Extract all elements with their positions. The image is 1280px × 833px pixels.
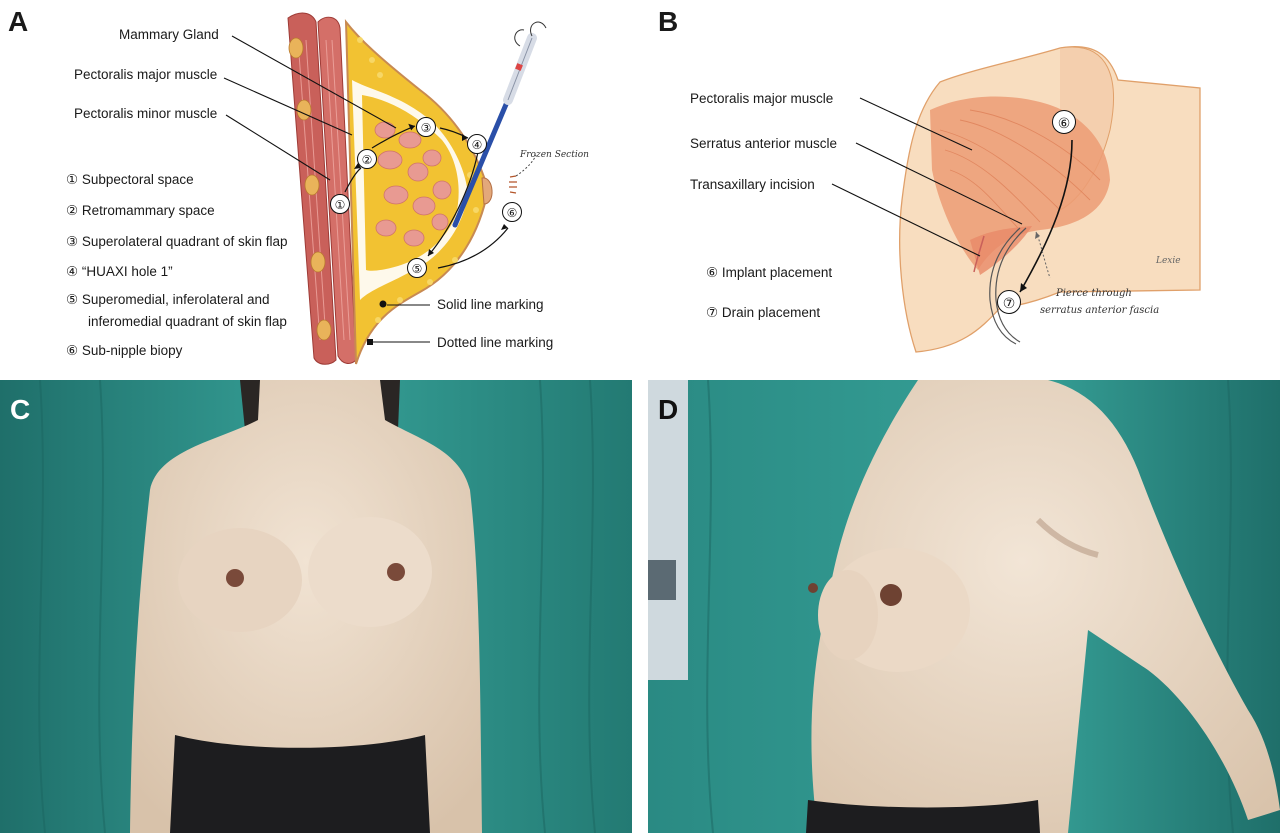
label-pierce-through: Pierce through — [1056, 288, 1132, 299]
frontal-postoperative-photo — [0, 380, 632, 833]
marker-7-b: ⑦ — [997, 290, 1021, 314]
legend-item-5: ⑤ Superomedial, inferolateral and — [66, 292, 269, 308]
frozen-section-specimen — [509, 176, 517, 193]
label-pectoralis-major-b: Pectoralis major muscle — [690, 91, 833, 107]
legend-item-2: ② Retromammary space — [66, 203, 215, 219]
panel-a: A — [0, 0, 640, 375]
marker-5: ⑤ — [407, 258, 427, 278]
panel-c-photo: C — [0, 380, 632, 833]
legend-item-4: ④ “HUAXI hole 1” — [66, 264, 173, 280]
panel-d-letter: D — [658, 396, 678, 424]
label-mammary-gland: Mammary Gland — [119, 27, 219, 43]
marker-3: ③ — [416, 117, 436, 137]
panel-c-letter: C — [10, 396, 30, 424]
marker-4: ④ — [467, 134, 487, 154]
marker-1: ① — [330, 194, 350, 214]
nipple — [482, 178, 492, 204]
legend-item-5-cont: inferomedial quadrant of skin flap — [88, 314, 287, 330]
marker-6: ⑥ — [502, 202, 522, 222]
legend-item-1: ① Subpectoral space — [66, 172, 194, 188]
nipple-d — [880, 584, 902, 606]
oblique-postoperative-photo — [648, 380, 1280, 833]
marker-6-b: ⑥ — [1052, 110, 1076, 134]
panel-b: B Pectoralis maj — [640, 0, 1280, 375]
legend-item-3: ③ Superolateral quadrant of skin flap — [66, 234, 287, 250]
label-pectoralis-major: Pectoralis major muscle — [74, 67, 217, 83]
marker-2: ② — [357, 149, 377, 169]
nipple-right-c — [226, 569, 244, 587]
label-serratus-anterior: Serratus anterior muscle — [690, 136, 837, 152]
panel-d-photo: D — [648, 380, 1280, 833]
label-pectoralis-minor: Pectoralis minor muscle — [74, 106, 217, 122]
label-transaxillary-incision: Transaxillary incision — [690, 177, 815, 193]
legend-item-6: ⑥ Sub-nipple biopy — [66, 343, 182, 359]
label-solid-line: Solid line marking — [437, 297, 544, 313]
artist-signature: Lexie — [1156, 256, 1181, 266]
legend-drain-placement: ⑦ Drain placement — [706, 305, 820, 321]
label-dotted-line: Dotted line marking — [437, 335, 553, 351]
legend-implant-placement: ⑥ Implant placement — [706, 265, 832, 281]
label-serratus-fascia: serratus anterior fascia — [1040, 305, 1159, 316]
label-frozen-section: Frozen Section — [520, 150, 589, 160]
nipple-left-c — [387, 563, 405, 581]
